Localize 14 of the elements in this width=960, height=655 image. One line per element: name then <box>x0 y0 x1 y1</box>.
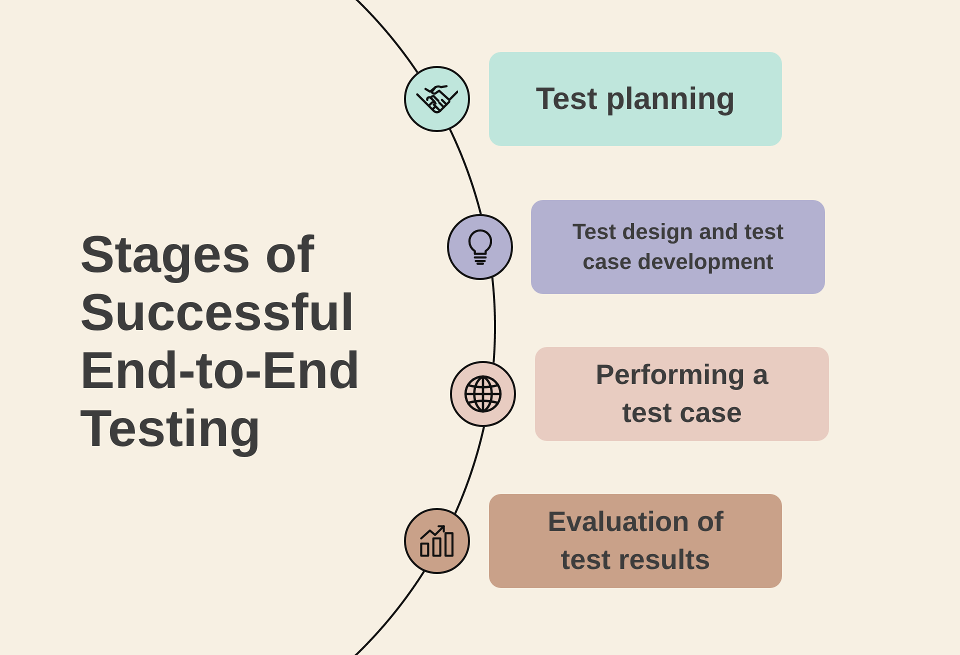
stage-card <box>535 347 829 441</box>
arc-line <box>449 128 482 215</box>
arc-line <box>454 426 485 514</box>
arc-line <box>353 0 418 74</box>
arc-line <box>491 276 496 364</box>
stage-label: Test planning <box>536 80 736 118</box>
stage-label: Evaluation of test results <box>546 505 724 577</box>
arc-line <box>352 570 425 655</box>
stage-card <box>489 52 782 146</box>
stage-label: Performing a test case <box>594 358 770 430</box>
stage-label: Test design and test case development <box>571 218 785 276</box>
stage-card <box>489 494 782 588</box>
stage-card <box>531 200 825 294</box>
diagram-title: Stages of Successful End-to-End Testing <box>80 226 362 458</box>
